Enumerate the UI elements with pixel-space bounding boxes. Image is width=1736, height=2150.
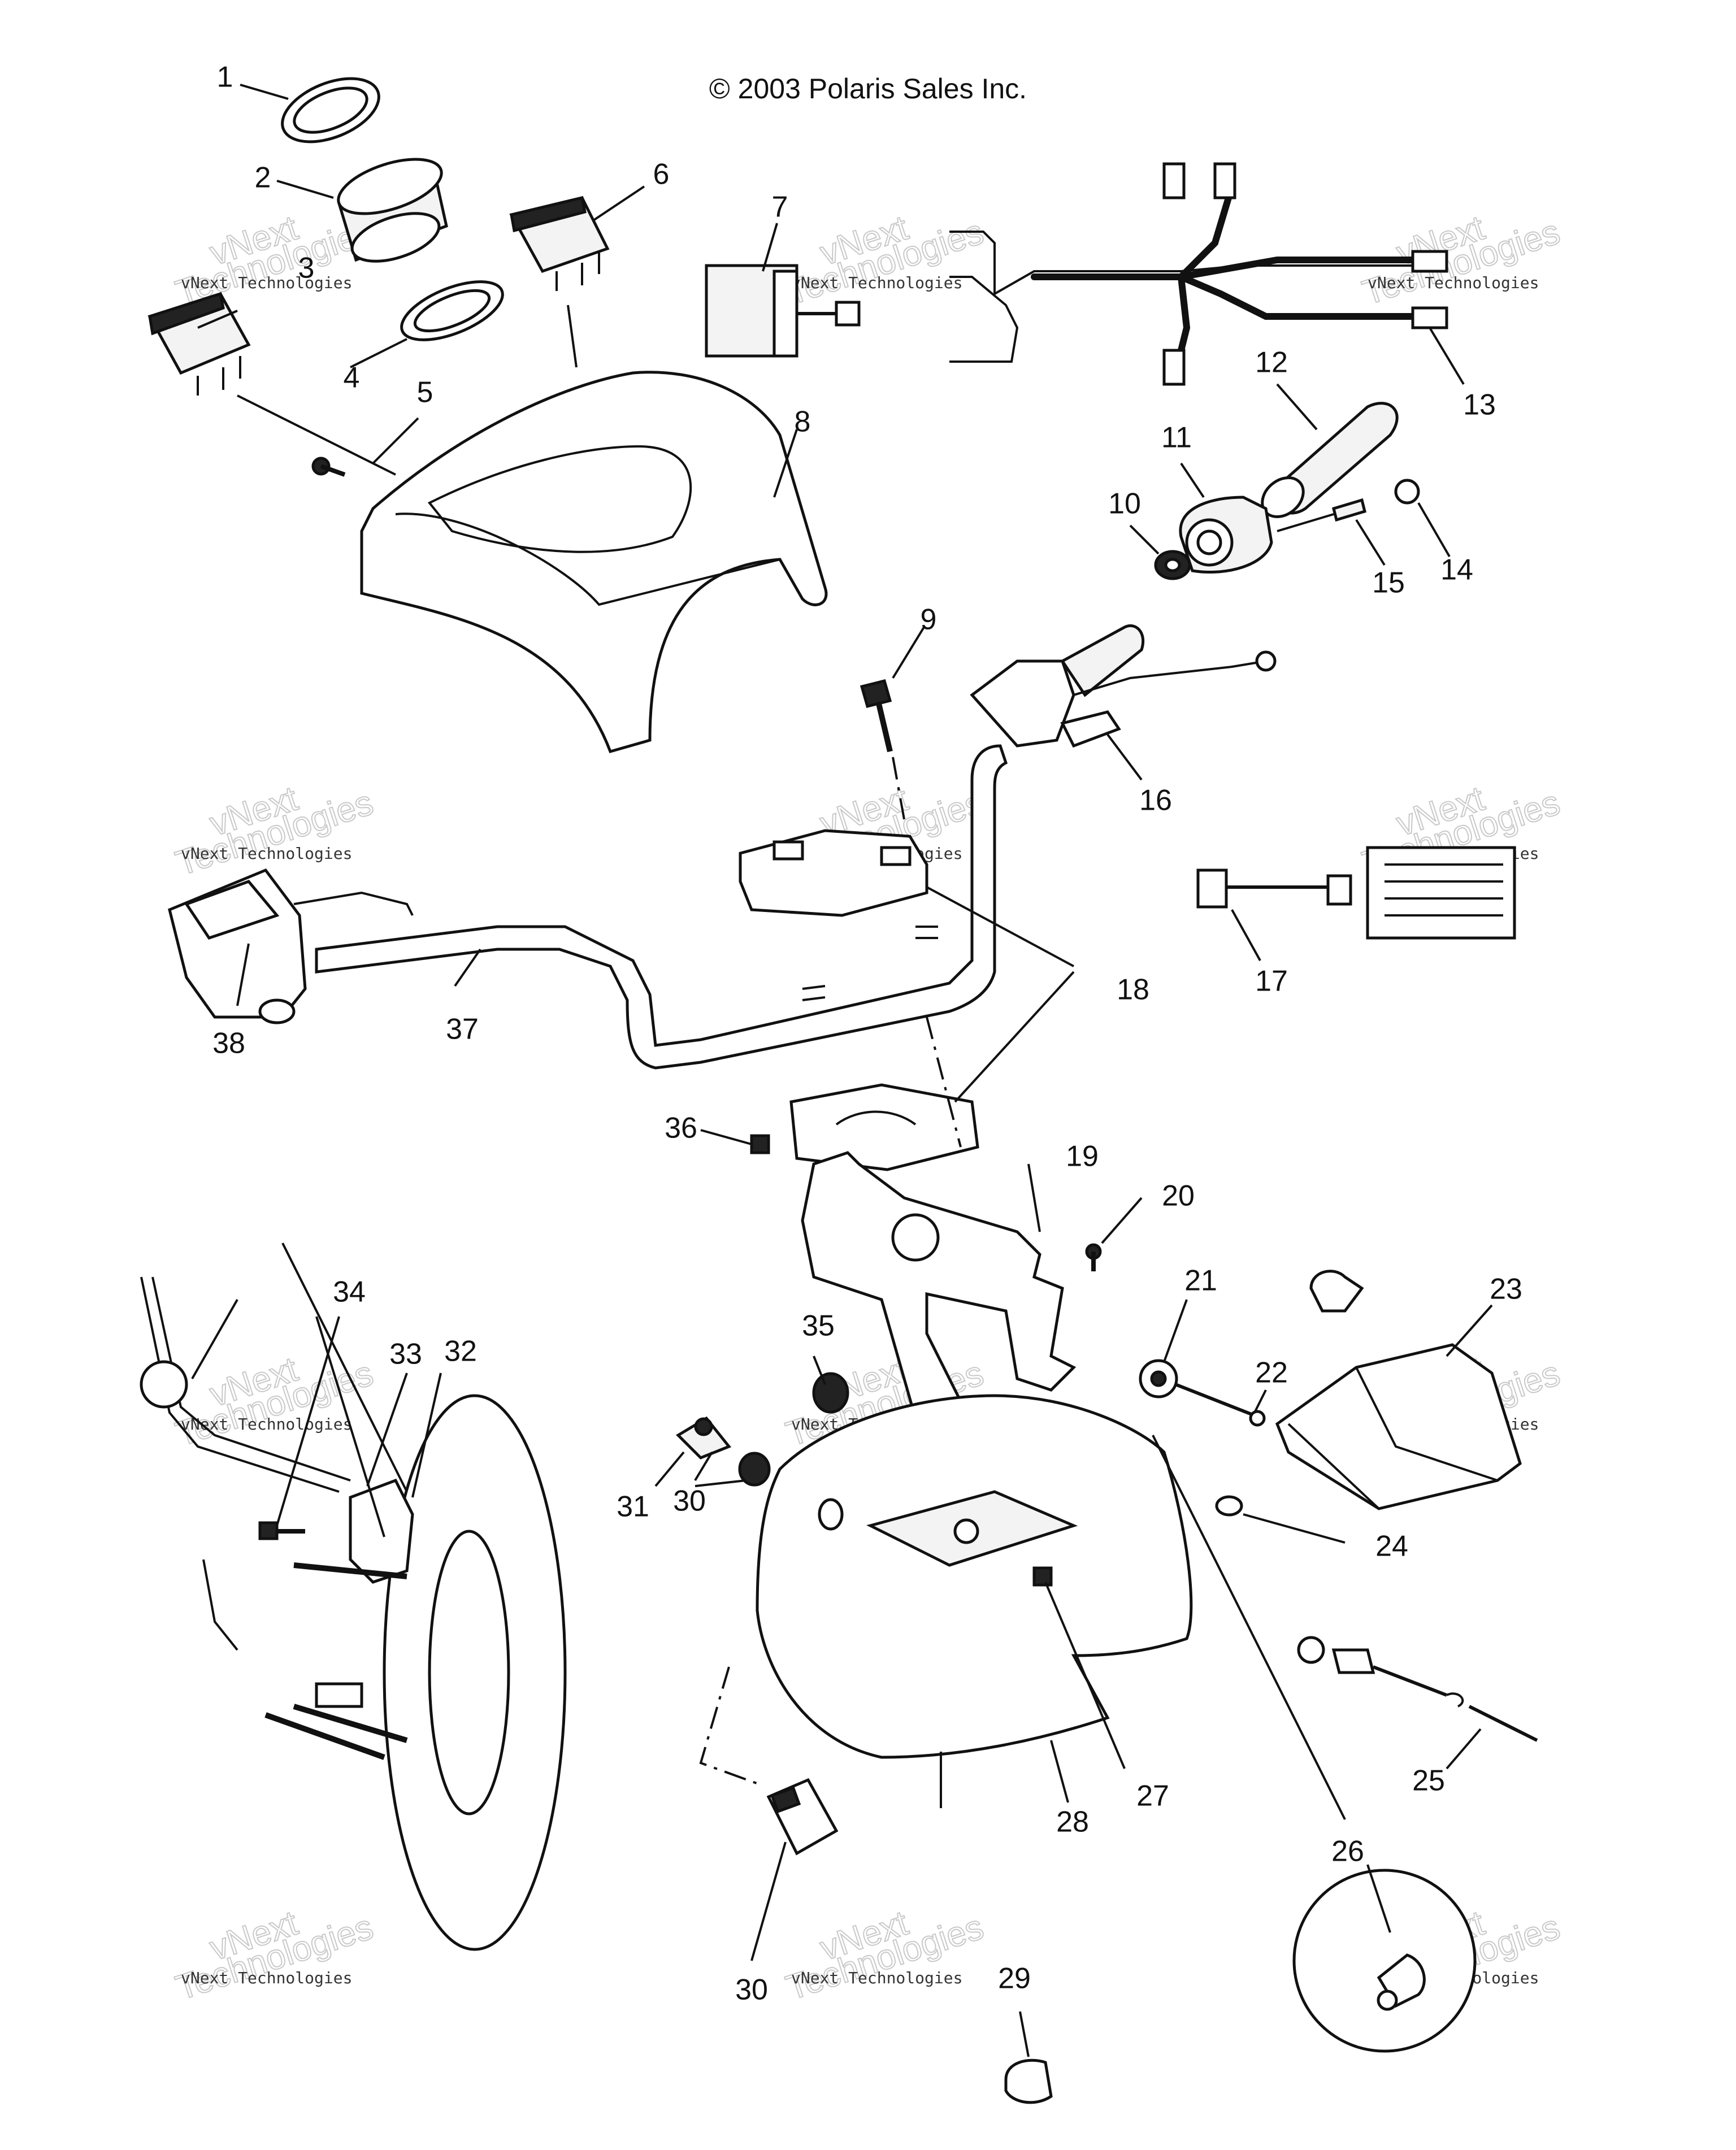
callout-20: 20 xyxy=(1162,1180,1195,1213)
callout-37: 37 xyxy=(446,1013,479,1046)
part-32-brake-disc xyxy=(383,1394,567,1951)
part-31-indicator-light xyxy=(675,1416,732,1460)
part-8-pod-cover xyxy=(360,371,828,754)
callout-3: 3 xyxy=(298,252,315,285)
callout-5: 5 xyxy=(417,376,433,409)
callout-1: 1 xyxy=(217,61,233,94)
wheel-hub-studs xyxy=(264,1682,385,1760)
part-2-ignition-switch xyxy=(337,158,448,263)
callout-labels: 1 2 3 4 5 6 7 8 9 10 11 12 13 14 15 16 1… xyxy=(212,61,1522,2006)
callout-4: 4 xyxy=(344,362,360,394)
callout-29: 29 xyxy=(998,1962,1031,1995)
leader-line xyxy=(699,1666,763,1787)
part-20-screw xyxy=(1085,1243,1102,1271)
leader-line xyxy=(1152,1435,1346,1820)
watermark-text: vNext Technologies xyxy=(181,1415,352,1434)
callout-2: 2 xyxy=(255,162,271,194)
callout-18: 18 xyxy=(1117,974,1149,1006)
copyright-notice: © 2003 Polaris Sales Inc. xyxy=(709,73,1027,105)
callout-30: 30 xyxy=(735,1974,768,2006)
callout-26: 26 xyxy=(1331,1835,1364,1868)
callout-8: 8 xyxy=(795,406,811,438)
callout-13: 13 xyxy=(1463,389,1496,422)
part-1-seal-ring xyxy=(281,77,380,144)
part-5-screw xyxy=(311,457,346,477)
watermark-text: vNext Technologies xyxy=(1368,273,1539,292)
callout-33: 33 xyxy=(389,1338,422,1371)
leader-line xyxy=(567,305,578,368)
watermark-top-center: vNext Technologies vNext Technologies xyxy=(781,208,989,314)
part-30-indicator-lamp xyxy=(766,1778,839,1856)
callout-27: 27 xyxy=(1136,1780,1169,1813)
part-27-grommet xyxy=(1032,1566,1053,1587)
part-14-nut xyxy=(1394,479,1420,505)
callout-34: 34 xyxy=(333,1276,366,1309)
part-4-gasket-ring xyxy=(400,280,504,341)
callout-35: 35 xyxy=(802,1310,835,1343)
part-29-hose-clamp xyxy=(1004,2058,1053,2104)
part-6-relay xyxy=(509,196,610,291)
callout-15: 15 xyxy=(1372,567,1405,600)
part-26-detail-inset xyxy=(1292,1869,1477,2053)
callout-28: 28 xyxy=(1056,1806,1089,1839)
part-35-grommet xyxy=(812,1372,849,1414)
callout-19: 19 xyxy=(1066,1140,1099,1173)
watermark-text: vNext Technologies xyxy=(181,273,352,292)
watermark-mid-left: vNext Technologies vNext Technologies xyxy=(171,779,379,884)
callout-24: 24 xyxy=(1375,1530,1408,1563)
part-21-adjuster-knob xyxy=(1139,1359,1178,1398)
part-17-heater-element xyxy=(1196,846,1516,940)
part-34-bolt xyxy=(258,1521,305,1540)
part-28-lower-fairing xyxy=(756,1394,1193,1808)
watermark-text: vNext Technologies xyxy=(181,844,352,863)
callout-22: 22 xyxy=(1255,1357,1288,1389)
callout-7: 7 xyxy=(772,191,788,224)
callout-38: 38 xyxy=(212,1027,245,1060)
watermark-low-left: vNext Technologies vNext Technologies xyxy=(171,1349,379,1455)
callout-14: 14 xyxy=(1440,554,1473,587)
part-25-speedo-cable xyxy=(1297,1636,1538,1742)
part-11-switch-housing xyxy=(1179,496,1273,574)
callout-21: 21 xyxy=(1184,1265,1217,1297)
watermark-text: vNext Technologies xyxy=(791,1969,962,1987)
part-7-wiring-harness xyxy=(705,162,1448,386)
callout-32: 32 xyxy=(444,1335,477,1368)
part-23-headlight xyxy=(1275,1270,1522,1510)
part-30-grommet xyxy=(738,1452,771,1487)
callout-6: 6 xyxy=(653,158,670,191)
part-36-clip-nut xyxy=(750,1134,770,1154)
watermark-bottom-center: vNext Technologies vNext Technologies xyxy=(781,1903,989,2009)
part-37-handlebar xyxy=(315,744,1008,1070)
part-9-bolt xyxy=(860,679,905,820)
part-24-o-ring xyxy=(1215,1495,1243,1517)
callout-10: 10 xyxy=(1108,488,1141,520)
part-3-relay xyxy=(147,292,251,396)
part-19-bracket xyxy=(801,1151,1077,1431)
callout-leaders xyxy=(197,84,1493,2057)
callout-31: 31 xyxy=(617,1491,649,1523)
callout-11: 11 xyxy=(1161,422,1192,454)
part-10-washer xyxy=(1154,550,1191,580)
callout-23: 23 xyxy=(1490,1273,1522,1306)
part-18-upper-clamp xyxy=(739,829,928,917)
part-22-adjuster-rod xyxy=(1174,1383,1266,1427)
watermark-bottom-left: vNext Technologies vNext Technologies xyxy=(171,1903,379,2009)
callout-12: 12 xyxy=(1255,346,1288,379)
callout-9: 9 xyxy=(921,603,937,636)
callout-17: 17 xyxy=(1255,965,1288,998)
leader-line xyxy=(237,394,396,476)
part-38-master-cylinder xyxy=(168,868,414,1024)
part-12-grip xyxy=(1261,402,1399,518)
callout-36: 36 xyxy=(665,1112,697,1145)
part-15-screw xyxy=(1277,498,1367,532)
part-18-lower-clamp xyxy=(789,1017,979,1171)
watermark-text: vNext Technologies xyxy=(181,1969,352,1987)
part-16-brake-lever xyxy=(970,624,1277,748)
callout-30: 30 xyxy=(673,1485,706,1518)
callout-16: 16 xyxy=(1139,784,1172,817)
callout-25: 25 xyxy=(1412,1765,1445,1797)
watermark-text: vNext Technologies xyxy=(791,273,962,292)
